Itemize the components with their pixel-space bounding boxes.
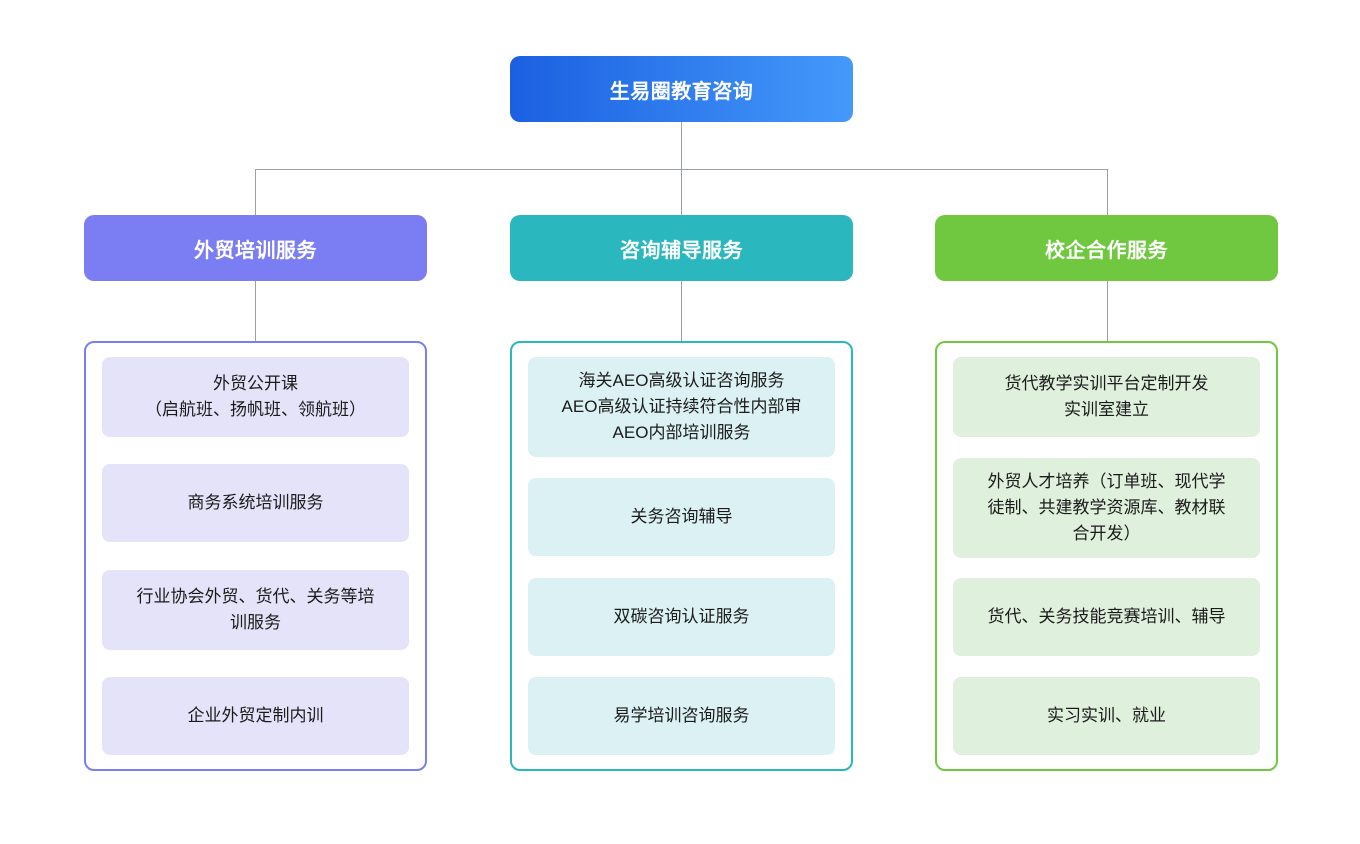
branch-item-list: 外贸公开课 （启航班、扬帆班、领航班） 商务系统培训服务 行业协会外贸、货代、关… (84, 341, 427, 771)
leaf-node: 海关AEO高级认证咨询服务 AEO高级认证持续符合性内部审 AEO内部培训服务 (528, 357, 835, 457)
leaf-node: 双碳咨询认证服务 (528, 577, 835, 656)
leaf-node: 商务系统培训服务 (102, 464, 409, 543)
leaf-node: 易学培训咨询服务 (528, 676, 835, 755)
connector-branch-1-to-list (255, 281, 256, 341)
branch-item-list: 海关AEO高级认证咨询服务 AEO高级认证持续符合性内部审 AEO内部培训服务 … (510, 341, 853, 771)
branch-item-list: 货代教学实训平台定制开发 实训室建立 外贸人才培养（订单班、现代学 徒制、共建教… (935, 341, 1278, 771)
branch-header-consulting-coaching: 咨询辅导服务 (510, 215, 853, 281)
leaf-node: 实习实训、就业 (953, 676, 1260, 755)
leaf-node: 关务咨询辅导 (528, 478, 835, 557)
root-node: 生易圈教育咨询 (510, 56, 853, 122)
connector-branch-2-to-list (681, 281, 682, 341)
branch-header-label: 校企合作服务 (1045, 239, 1168, 262)
leaf-node: 外贸公开课 （启航班、扬帆班、领航班） (102, 357, 409, 437)
branch-header-label: 咨询辅导服务 (620, 239, 743, 262)
branch-header-school-enterprise-cooperation: 校企合作服务 (935, 215, 1278, 281)
leaf-node: 行业协会外贸、货代、关务等培 训服务 (102, 569, 409, 650)
leaf-node: 货代、关务技能竞赛培训、辅导 (953, 578, 1260, 657)
branch-header-label: 外贸培训服务 (194, 239, 317, 262)
leaf-node: 企业外贸定制内训 (102, 676, 409, 755)
connector-branch-3-to-list (1107, 281, 1108, 341)
connector-drop-branch-2 (681, 169, 682, 216)
root-node-label: 生易圈教育咨询 (609, 80, 754, 103)
connector-drop-branch-1 (255, 169, 256, 216)
leaf-node: 外贸人才培养（订单班、现代学 徒制、共建教学资源库、教材联 合开发） (953, 457, 1260, 558)
branch-header-foreign-trade-training: 外贸培训服务 (84, 215, 427, 281)
connector-drop-branch-3 (1107, 169, 1108, 216)
connector-root-down (681, 122, 682, 169)
leaf-node: 货代教学实训平台定制开发 实训室建立 (953, 357, 1260, 437)
